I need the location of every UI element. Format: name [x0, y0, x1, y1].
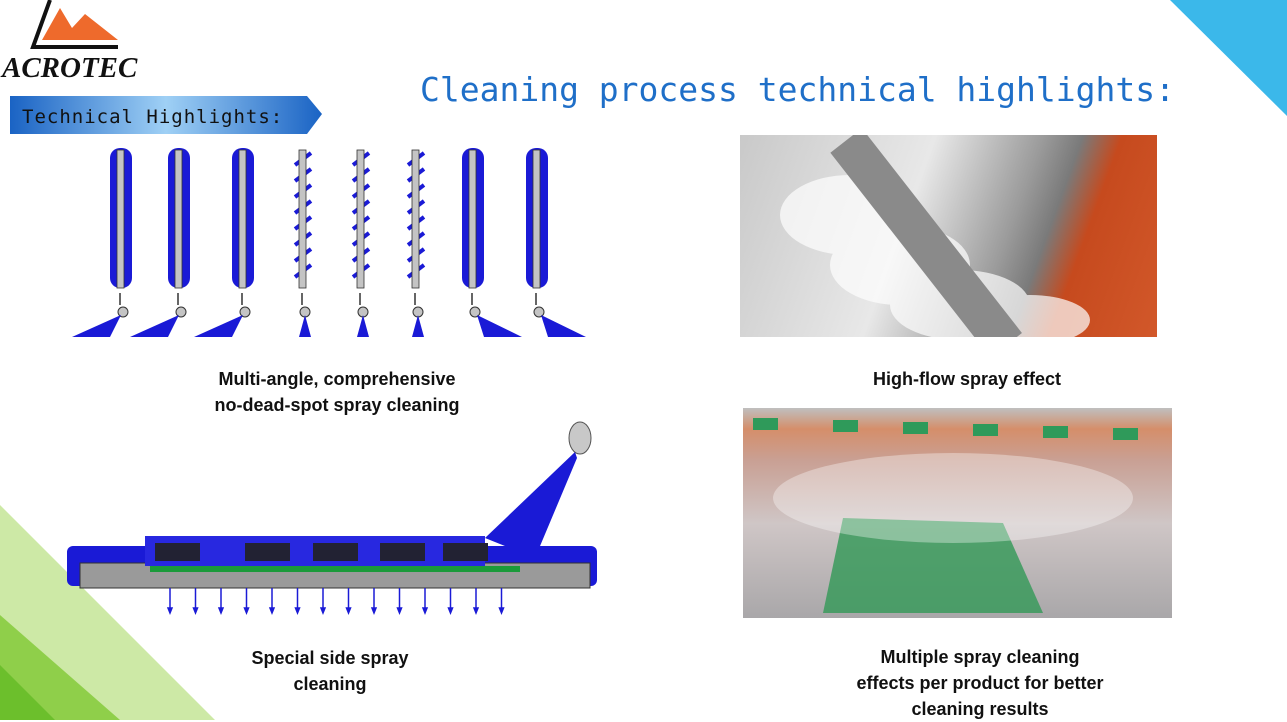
- spray-unit: [462, 148, 522, 337]
- spray-unit: [72, 148, 132, 337]
- spray-unit: [293, 149, 313, 337]
- caption-line: Multiple spray cleaning: [880, 647, 1080, 667]
- caption-side-spray: Special side spray cleaning: [130, 645, 530, 697]
- side-spray-diagram: [67, 421, 597, 616]
- logo-text: ACROTEC: [2, 52, 138, 84]
- spray-unit: [351, 149, 371, 337]
- caption-high-flow: High-flow spray effect: [767, 366, 1167, 392]
- corner-decoration-bottom-left: [0, 505, 215, 720]
- caption-multiple-spray: Multiple spray cleaning effects per prod…: [780, 644, 1180, 722]
- caption-line: no-dead-spot spray cleaning: [214, 395, 460, 415]
- high-flow-spray-photo: [740, 135, 1157, 337]
- page-title: Cleaning process technical highlights:: [420, 70, 1175, 109]
- caption-line: High-flow spray effect: [872, 369, 1062, 389]
- caption-line: cleaning: [293, 674, 367, 694]
- caption-line: cleaning results: [911, 699, 1049, 719]
- caption-line: Special side spray: [251, 648, 409, 668]
- spray-unit: [130, 148, 190, 337]
- multi-angle-spray-diagram: [72, 148, 586, 337]
- spray-unit: [406, 149, 426, 337]
- caption-line: effects per product for better: [856, 673, 1104, 693]
- caption-line: Multi-angle, comprehensive: [218, 369, 456, 389]
- spray-unit: [526, 148, 586, 337]
- banner-label: Technical Highlights:: [22, 106, 284, 128]
- multiple-spray-photo: [743, 408, 1172, 618]
- acrotec-logo-icon: [30, 0, 118, 49]
- banner-arrow: [10, 96, 322, 134]
- caption-multi-angle: Multi-angle, comprehensive no-dead-spot …: [137, 366, 537, 418]
- corner-decoration-top-right: [1170, 0, 1287, 116]
- spray-unit: [194, 148, 254, 337]
